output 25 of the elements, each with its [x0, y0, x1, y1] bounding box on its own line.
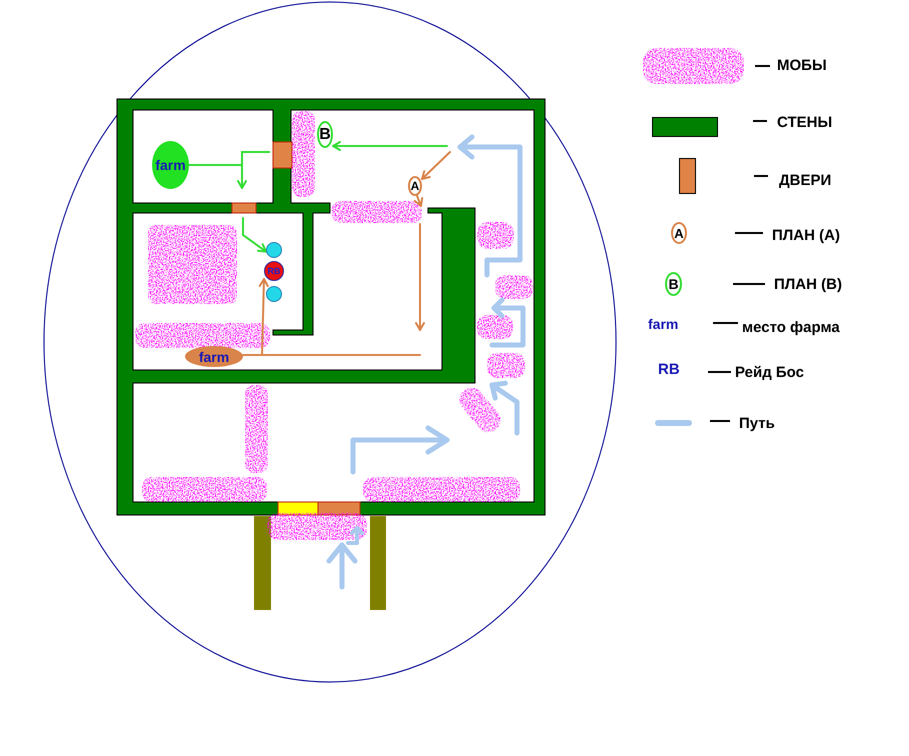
arrow	[414, 195, 425, 331]
marker-label: farm	[155, 158, 186, 172]
marker-label: B	[319, 126, 331, 142]
marker-label: A	[674, 226, 684, 240]
legend-label: место фарма	[742, 319, 840, 337]
legend-label: ПЛАН (А)	[772, 227, 840, 245]
plan-marker	[665, 272, 682, 296]
legend-label: ДВЕРИ	[779, 172, 832, 190]
marker-label: RB	[268, 266, 280, 276]
marker-label: farm	[198, 350, 230, 364]
sample-label: farm	[648, 317, 678, 331]
legend-label: Рейд Бос	[735, 364, 804, 382]
legend-label: ПЛАН (В)	[774, 276, 842, 294]
plan-marker	[671, 222, 687, 244]
marker-label: B	[668, 277, 679, 291]
sample-label: RB	[658, 362, 680, 377]
arrow	[242, 278, 269, 356]
arrow	[188, 164, 247, 189]
arrow	[421, 151, 451, 180]
legend-label: Путь	[739, 415, 775, 433]
legend-label: СТЕНЫ	[777, 114, 832, 132]
marker-label: A	[410, 180, 420, 192]
arrow	[242, 217, 267, 253]
arrow	[332, 141, 448, 151]
legend-label: МОБЫ	[777, 57, 827, 75]
